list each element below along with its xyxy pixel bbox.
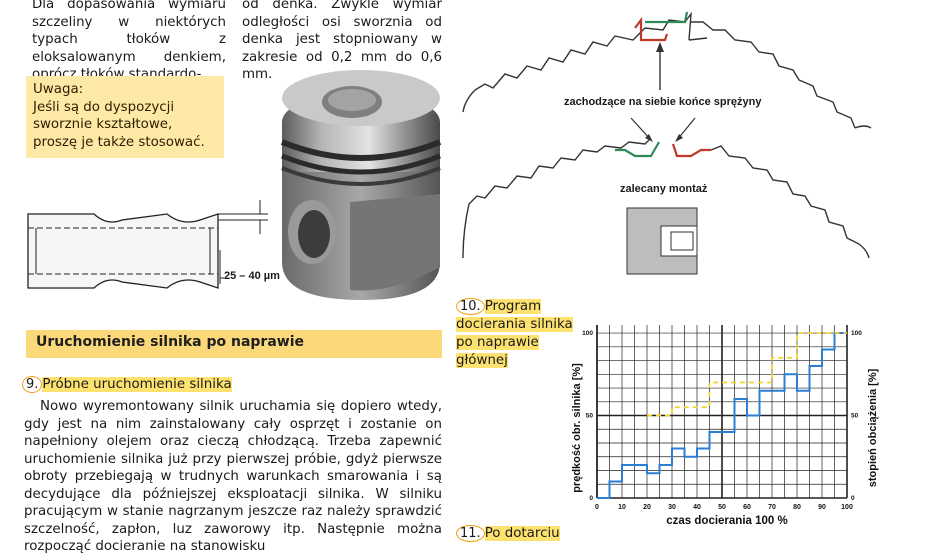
x-tick-label: 50 — [718, 504, 726, 511]
note-title: Uwaga: — [33, 82, 84, 97]
piston-image — [280, 70, 442, 300]
step-11-heading: 11.Po dotarciu — [456, 525, 560, 543]
x-tick-label: 10 — [618, 504, 626, 511]
chart-y-label-right: stopień obciążenia [%] — [867, 368, 879, 487]
step-9-heading: 9.Próbne uruchomienie silnika — [22, 376, 232, 394]
x-tick-label: 60 — [743, 504, 751, 511]
chart-y-ticks: 0 50 100 — [582, 330, 593, 502]
x-tick-label: 30 — [668, 504, 676, 511]
chart-grid — [596, 325, 848, 499]
x-tick-label: 90 — [818, 504, 826, 511]
step-10-heading: 10.Program docierania silnika po naprawi… — [456, 298, 580, 370]
x-tick-label: 100 — [841, 504, 853, 511]
load-series-line — [647, 332, 847, 417]
x-tick-label: 0 — [595, 504, 599, 511]
chart-x-label: czas docierania 100 % — [666, 515, 787, 527]
overlap-label: zachodzące na siebie końce sprężyny — [564, 96, 762, 108]
x-tick-label: 40 — [693, 504, 701, 511]
section-title: Uruchomienie silnika po naprawie — [26, 330, 442, 358]
step-10-number: 10. — [456, 298, 485, 315]
chart-y-ticks-right: 0 50 100 — [851, 330, 862, 502]
note-box: Uwaga: Jeśli są do dyspozycji sworznie k… — [26, 76, 224, 158]
mount-label: zalecany montaż — [620, 183, 708, 195]
y-tick-label: 0 — [589, 495, 593, 502]
piston-ring-diagram — [462, 11, 872, 275]
chart-x-ticks: 0 10 20 30 40 50 60 70 80 90 100 — [595, 504, 853, 511]
piston-pin-diagram — [27, 200, 268, 289]
chart-y-label-left: prędkość obr. silnika [%] — [571, 363, 583, 493]
x-tick-label: 70 — [768, 504, 776, 511]
y-tick-label-right: 100 — [851, 330, 862, 337]
break-in-chart: 0 10 20 30 40 50 60 70 80 90 100 0 50 100 0 50 100 cza… — [571, 325, 879, 527]
y-tick-label-right: 0 — [851, 495, 855, 502]
x-tick-label: 80 — [793, 504, 801, 511]
y-tick-label: 100 — [582, 330, 593, 337]
step-11-title: Po dotarciu — [484, 526, 560, 541]
x-tick-label: 20 — [643, 504, 651, 511]
y-tick-label: 50 — [586, 413, 594, 420]
speed-series-line — [597, 332, 847, 499]
step-9-number: 9. — [22, 376, 43, 393]
step-9-title: Próbne uruchomienie silnika — [42, 377, 232, 392]
intro-column-2: od denka. Zwykle wymiar odległości osi s… — [242, 0, 442, 82]
y-tick-label-right: 50 — [851, 413, 859, 420]
step-9-body: Nowo wyremontowany silnik uruchamia się … — [24, 398, 442, 556]
chart-series — [597, 332, 847, 499]
step-11-number: 11. — [456, 525, 485, 542]
intro-column-1: Dla dopasowania wymiaru szczeliny w niek… — [32, 0, 226, 82]
note-text: Jeśli są do dyspozycji sworznie kształto… — [33, 99, 205, 150]
step-9-body-text: Nowo wyremontowany silnik uruchamia się … — [24, 399, 442, 554]
pin-dimension-label: 25 – 40 µm — [224, 270, 280, 282]
